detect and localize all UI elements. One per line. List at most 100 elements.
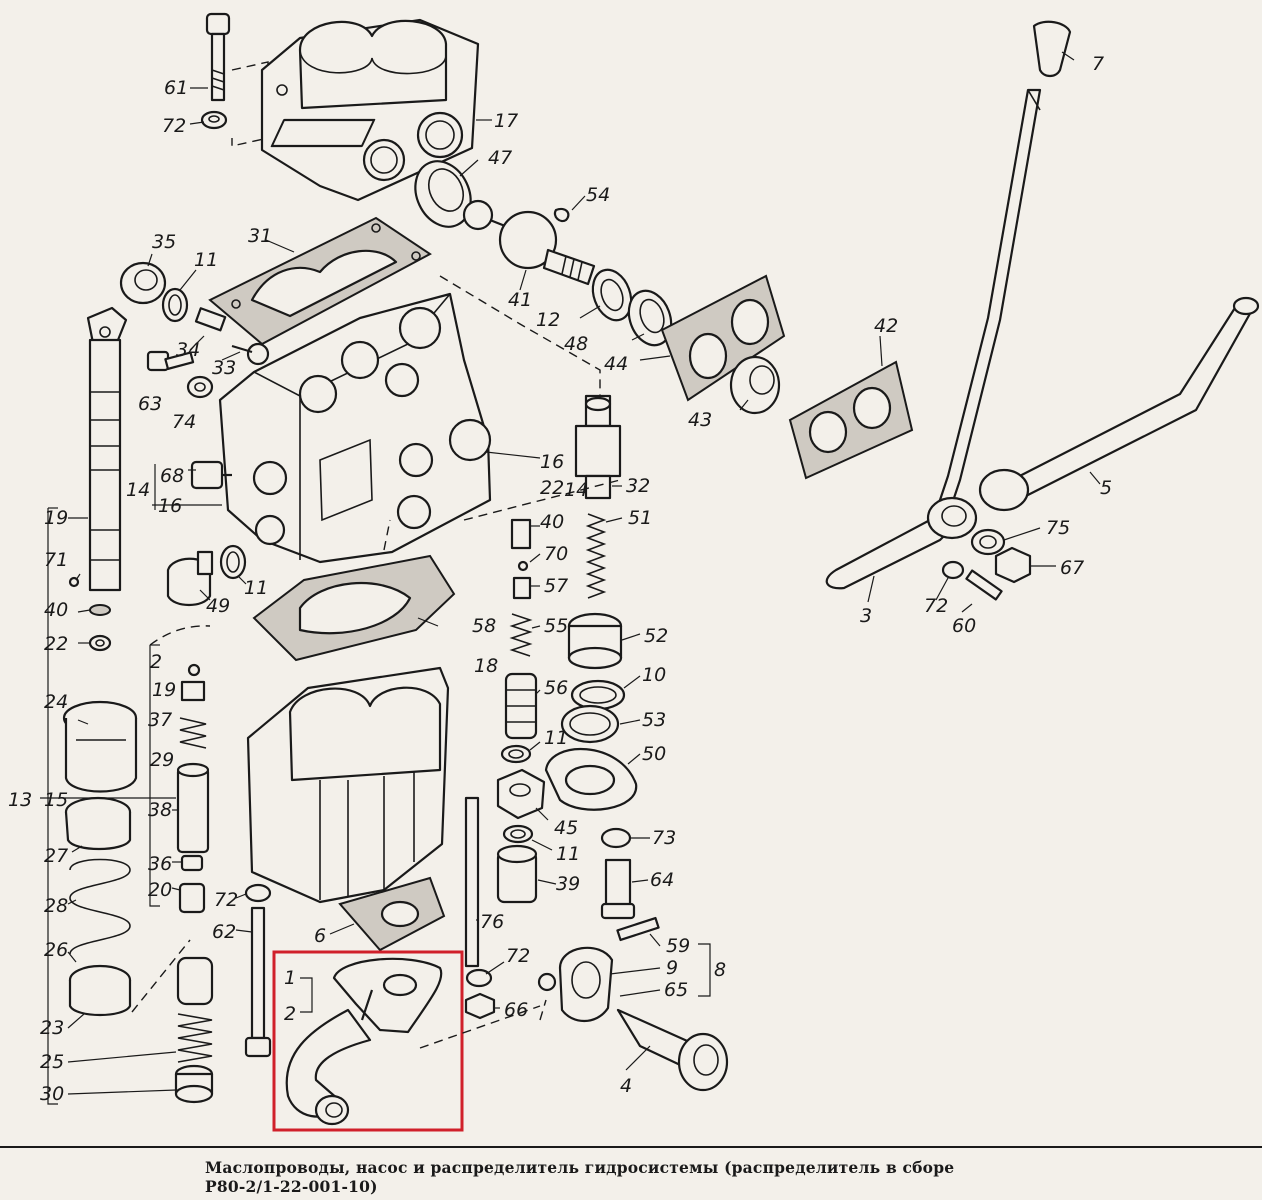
label-11-c: 11 bbox=[544, 727, 568, 749]
flange-50 bbox=[544, 747, 638, 811]
label-76: 76 bbox=[480, 911, 504, 933]
spring-56 bbox=[504, 672, 538, 740]
label-45: 45 bbox=[554, 817, 578, 839]
label-34: 34 bbox=[176, 339, 200, 361]
label-53: 53 bbox=[642, 709, 666, 731]
sleeve-47 bbox=[414, 160, 472, 228]
pin-57 bbox=[512, 576, 532, 600]
label-48: 48 bbox=[564, 333, 588, 355]
label-40-right: 40 bbox=[540, 511, 564, 533]
plug-20 bbox=[178, 882, 206, 914]
label-40-left: 40 bbox=[44, 599, 68, 621]
label-43: 43 bbox=[688, 409, 712, 431]
label-39: 39 bbox=[556, 873, 580, 895]
label-50: 50 bbox=[642, 743, 666, 765]
bolt-63 bbox=[146, 350, 195, 372]
label-2-upper: 2 bbox=[150, 651, 162, 673]
label-66: 66 bbox=[504, 999, 528, 1021]
washer-11-c bbox=[500, 744, 532, 764]
label-47: 47 bbox=[488, 147, 512, 169]
clamp-9 bbox=[558, 946, 614, 1023]
label-29: 29 bbox=[150, 749, 174, 771]
label-20: 20 bbox=[148, 879, 172, 901]
label-19-mid: 19 bbox=[152, 679, 176, 701]
washer-11-top bbox=[161, 287, 189, 323]
label-71: 71 bbox=[44, 549, 68, 571]
label-16-left: 16 bbox=[158, 495, 182, 517]
pump-body bbox=[246, 666, 450, 904]
ring-53 bbox=[560, 704, 620, 744]
bolt-60 bbox=[965, 569, 1003, 601]
part-labels: 61 72 17 47 54 35 11 31 41 12 48 44 43 4… bbox=[8, 53, 1112, 1105]
label-68: 68 bbox=[160, 465, 184, 487]
lever-rod bbox=[936, 88, 1042, 512]
label-9: 9 bbox=[666, 957, 678, 979]
spool-19 bbox=[86, 306, 128, 592]
label-36: 36 bbox=[148, 853, 172, 875]
housing-16 bbox=[218, 292, 492, 564]
cap-52 bbox=[567, 612, 623, 670]
label-33: 33 bbox=[212, 357, 236, 379]
washer-72-top bbox=[200, 110, 228, 130]
ring-73 bbox=[600, 827, 632, 849]
label-27: 27 bbox=[44, 845, 68, 867]
washer-72-right bbox=[941, 560, 965, 580]
mesh-40 bbox=[89, 604, 111, 616]
label-25: 25 bbox=[40, 1051, 64, 1073]
nut-65-small bbox=[537, 972, 557, 992]
spring-25 bbox=[177, 1013, 213, 1063]
valve-32 bbox=[574, 394, 622, 500]
label-17: 17 bbox=[494, 110, 518, 132]
label-74: 74 bbox=[172, 411, 196, 433]
knob-7 bbox=[1032, 20, 1072, 78]
oil-pipe-assembly-1 bbox=[285, 957, 443, 1126]
label-32: 32 bbox=[626, 475, 650, 497]
label-62: 62 bbox=[212, 921, 236, 943]
cover-17 bbox=[260, 18, 480, 202]
ball-19b bbox=[187, 663, 201, 677]
spring-28 bbox=[69, 858, 131, 955]
label-30: 30 bbox=[40, 1083, 64, 1105]
label-22-right: 22 bbox=[540, 477, 564, 499]
spring-37 bbox=[179, 717, 207, 749]
label-15: 15 bbox=[44, 789, 68, 811]
label-57: 57 bbox=[544, 575, 568, 597]
nut-45 bbox=[496, 768, 546, 820]
label-1: 1 bbox=[284, 967, 296, 989]
plug-35 bbox=[119, 261, 167, 305]
caption-line-2: Р80-2/1-22-001-10) bbox=[205, 1177, 378, 1196]
seal-48 bbox=[627, 289, 673, 347]
label-72: 72 bbox=[162, 115, 186, 137]
label-37: 37 bbox=[148, 709, 172, 731]
washer-72-mid bbox=[465, 968, 493, 988]
plug-49 bbox=[166, 550, 214, 607]
gasket-44 bbox=[660, 274, 786, 402]
ring-36 bbox=[180, 854, 204, 872]
washer-75 bbox=[970, 528, 1006, 556]
label-10: 10 bbox=[642, 664, 666, 686]
caption-line-1: Маслопроводы, насос и распределитель гид… bbox=[205, 1158, 955, 1177]
valve-22 bbox=[510, 518, 532, 550]
fitting-64 bbox=[600, 858, 636, 920]
figure-caption: Маслопроводы, насос и распределитель гид… bbox=[205, 1158, 1245, 1196]
gasket-58 bbox=[252, 554, 456, 662]
label-31: 31 bbox=[248, 225, 272, 247]
washer-11-mid bbox=[219, 544, 247, 580]
label-18: 18 bbox=[474, 655, 498, 677]
handle-5 bbox=[978, 296, 1260, 512]
washer-74 bbox=[186, 375, 214, 399]
label-73: 73 bbox=[652, 827, 676, 849]
ring-15 bbox=[64, 796, 132, 850]
label-59: 59 bbox=[666, 935, 690, 957]
label-49: 49 bbox=[206, 595, 230, 617]
label-6: 6 bbox=[314, 925, 326, 947]
label-4: 4 bbox=[620, 1075, 632, 1097]
label-65: 65 bbox=[664, 979, 688, 1001]
hose-4 bbox=[616, 1008, 729, 1092]
label-51: 51 bbox=[628, 507, 652, 529]
label-7: 7 bbox=[1092, 53, 1104, 75]
label-23: 23 bbox=[40, 1017, 64, 1039]
label-35: 35 bbox=[152, 231, 176, 253]
label-55: 55 bbox=[544, 615, 568, 637]
sleeve-38 bbox=[176, 762, 210, 854]
